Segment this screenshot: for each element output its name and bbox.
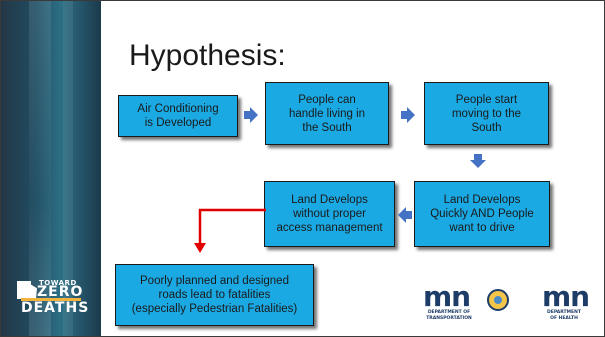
box-fatalities: Poorly planned and designed roads lead t… bbox=[115, 264, 314, 326]
arrow-right-2 bbox=[401, 107, 415, 123]
minnesota-shape-icon bbox=[17, 281, 37, 299]
box-moving-south: People start moving to the South bbox=[424, 82, 549, 145]
logo-toward: TOWARD bbox=[39, 279, 77, 287]
arrow-right-1 bbox=[244, 107, 258, 123]
box-living-in-south: People can handle living in the South bbox=[265, 82, 389, 145]
slide-title: Hypothesis: bbox=[129, 39, 286, 72]
box-land-develops-without-access: Land Develops without proper access mana… bbox=[264, 181, 395, 247]
box-air-conditioning: Air Conditioning is Developed bbox=[118, 95, 238, 137]
logo-stripe bbox=[21, 298, 81, 301]
logo-zero: ZERO bbox=[37, 284, 84, 300]
mndot-logo: mn DEPARTMENT OF TRANSPORTATION bbox=[423, 280, 475, 321]
mndot-mark: mn bbox=[423, 280, 471, 313]
decorative-sidebar bbox=[1, 1, 101, 336]
state-seal-icon bbox=[487, 289, 509, 311]
mdh-mark: mn bbox=[542, 280, 590, 313]
arrow-left bbox=[398, 207, 412, 223]
box-land-develops-quickly: Land Develops Quickly AND People want to… bbox=[414, 181, 550, 247]
arrow-red-elbow bbox=[192, 207, 267, 257]
arrow-down bbox=[470, 154, 486, 168]
mdh-logo: mn DEPARTMENT OF HEALTH bbox=[542, 280, 590, 321]
logo-deaths: DEATHS bbox=[21, 300, 90, 316]
mndot-caption: DEPARTMENT OF TRANSPORTATION bbox=[426, 310, 472, 321]
mdh-caption: DEPARTMENT OF HEALTH bbox=[547, 310, 581, 321]
toward-zero-deaths-logo: TOWARD ZERO DEATHS bbox=[15, 277, 95, 329]
